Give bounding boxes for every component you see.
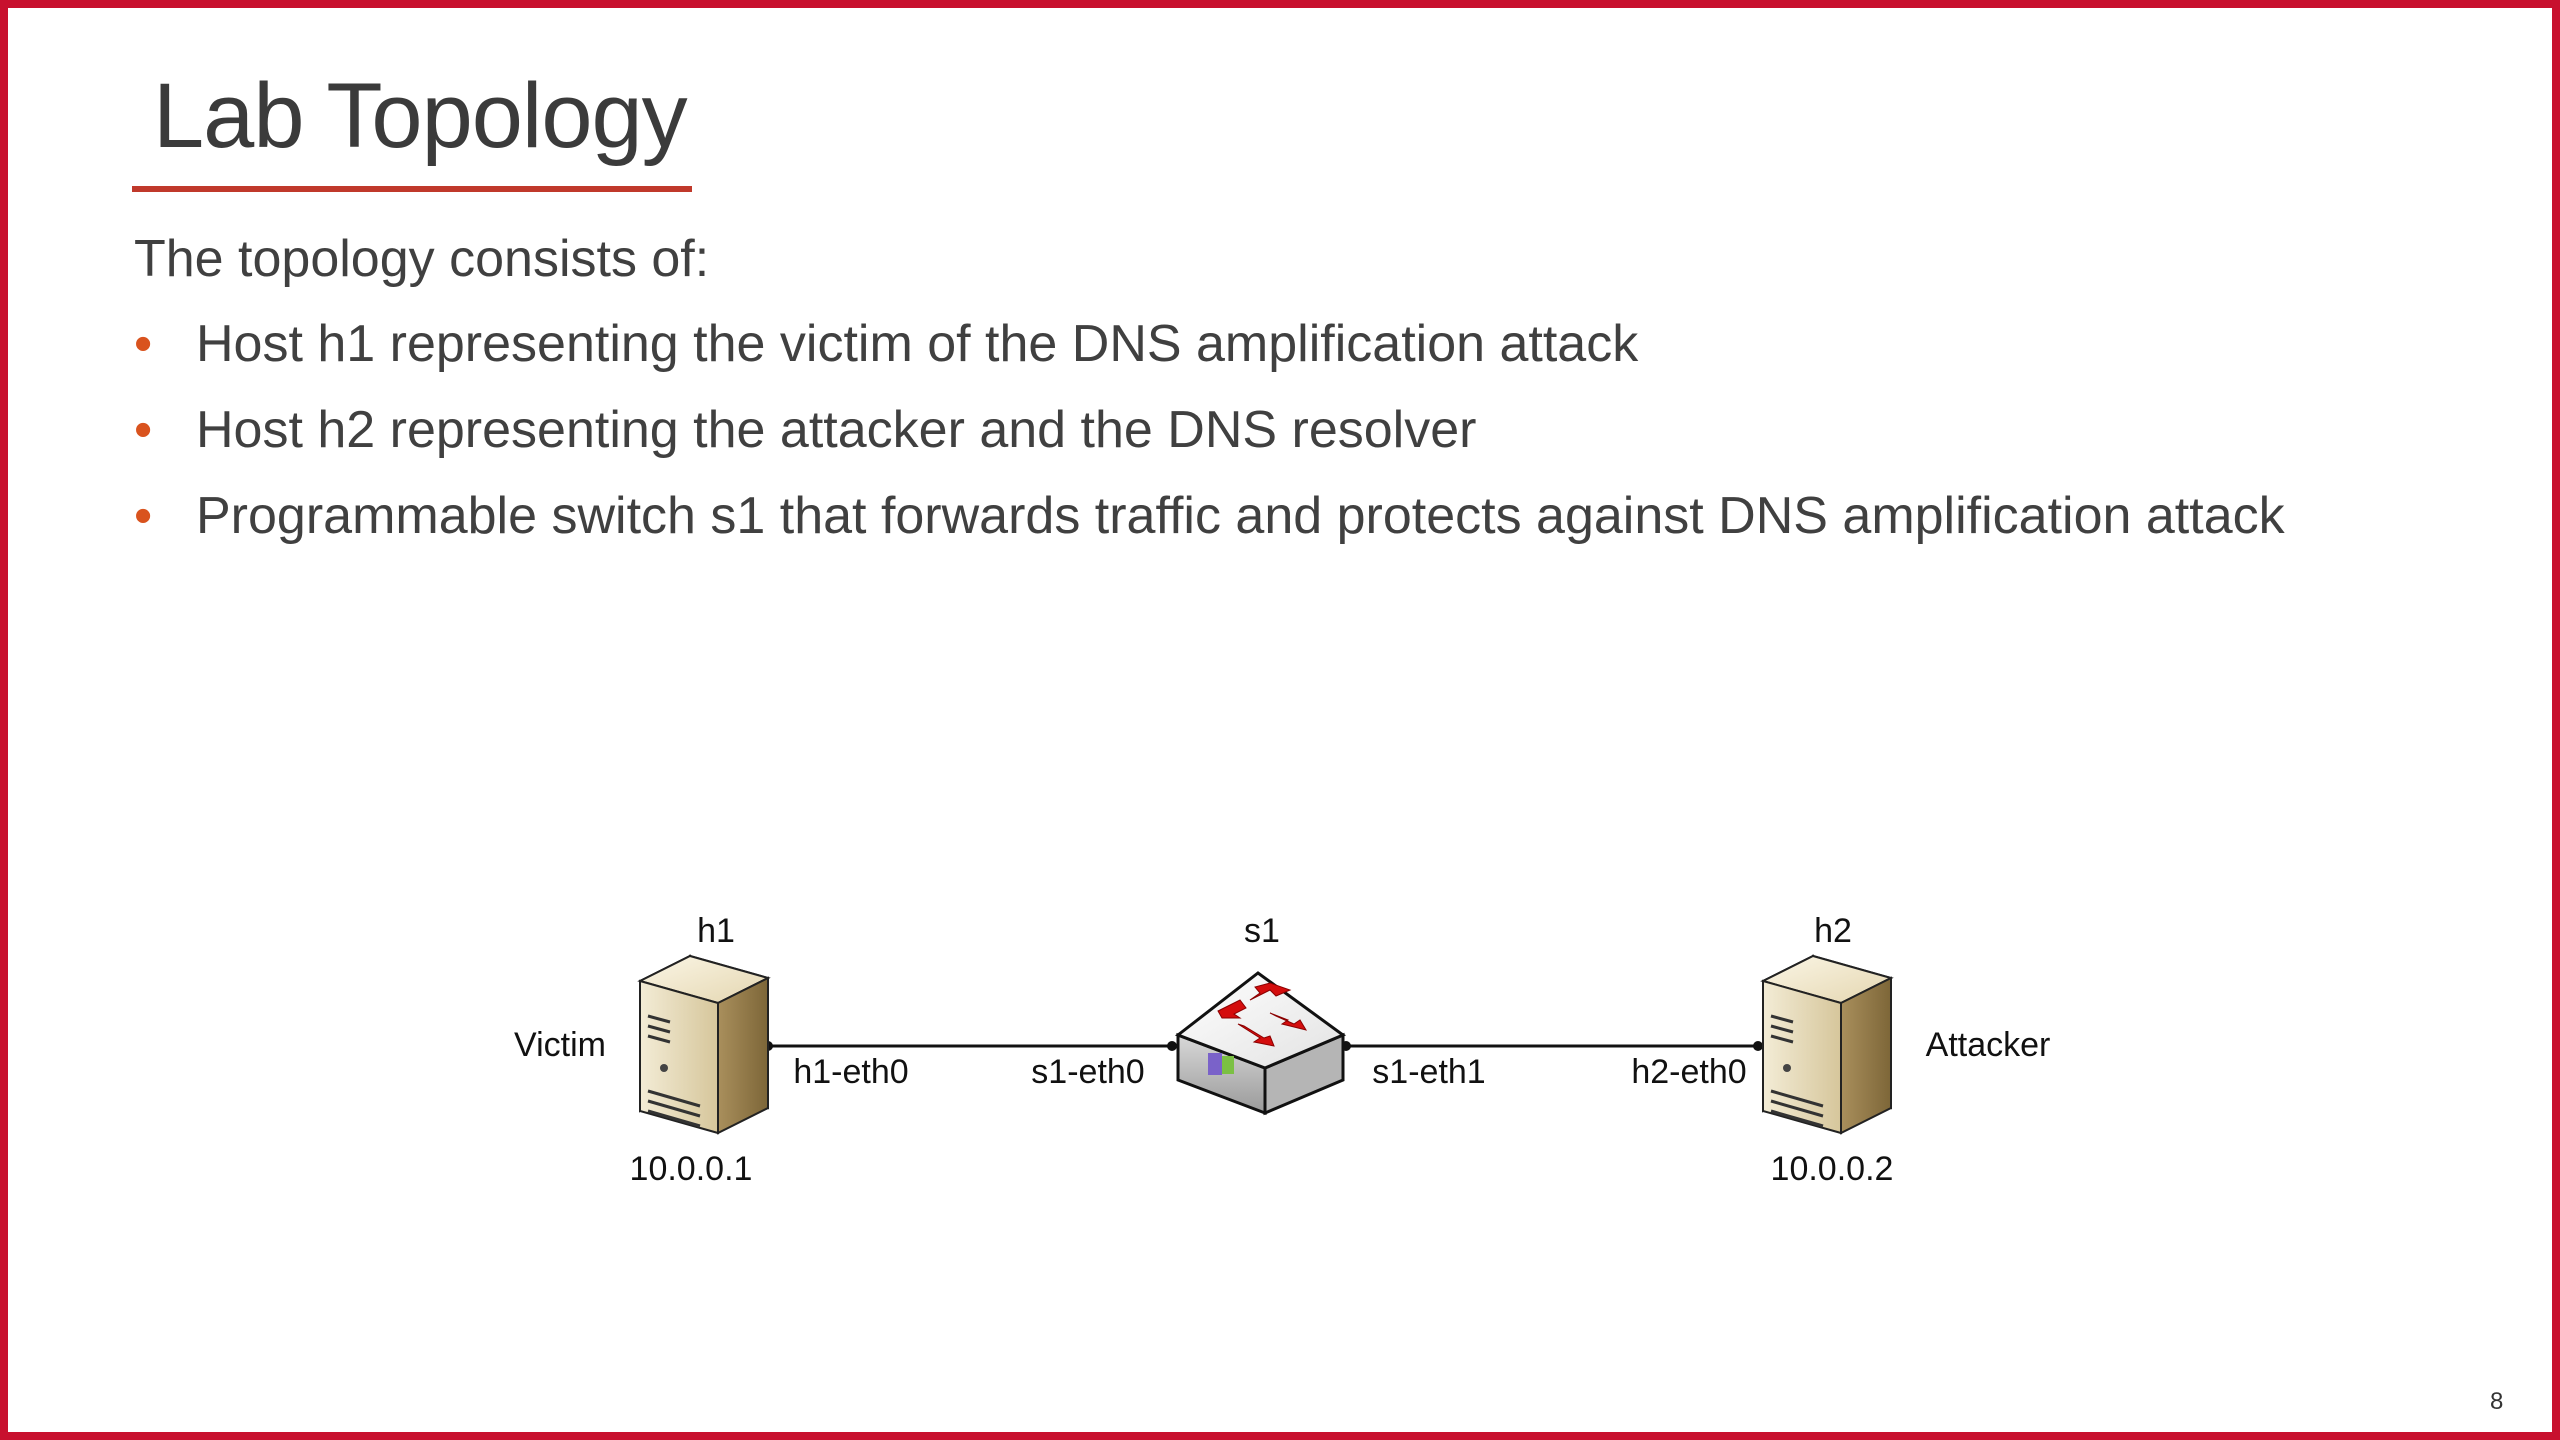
slide-title: Lab Topology: [153, 65, 688, 167]
s1-eth1-label: s1-eth1: [1372, 1053, 1485, 1091]
port-h2-eth0: [1753, 1041, 1763, 1051]
bullet-item: • Programmable switch s1 that forwards t…: [134, 485, 2285, 571]
bullet-dot-icon: •: [134, 487, 153, 545]
s1-name-label: s1: [1244, 912, 1280, 950]
h1-role-label: Victim: [514, 1026, 606, 1064]
h1-ip-label: 10.0.0.1: [630, 1150, 753, 1188]
bullet-item: • Host h2 representing the attacker and …: [134, 399, 2285, 485]
s1-switch-icon: [1174, 971, 1347, 1116]
h2-ip-label: 10.0.0.2: [1771, 1150, 1894, 1188]
bullet-text: Host h2 representing the attacker and th…: [196, 401, 1477, 459]
bullet-list: • Host h1 representing the victim of the…: [134, 313, 2285, 571]
bullet-text: Programmable switch s1 that forwards tra…: [196, 487, 2285, 545]
s1-eth0-label: s1-eth0: [1031, 1053, 1144, 1091]
bullet-text: Host h1 representing the victim of the D…: [196, 315, 1639, 373]
h1-interface-label: h1-eth0: [793, 1053, 908, 1091]
bullet-dot-icon: •: [134, 315, 153, 373]
h2-interface-label: h2-eth0: [1631, 1053, 1746, 1091]
bullet-dot-icon: •: [134, 401, 153, 459]
bullet-item: • Host h1 representing the victim of the…: [134, 313, 2285, 399]
port-s1-eth0: [1167, 1041, 1177, 1051]
h1-server-icon: [638, 954, 770, 1135]
topology-diagram: h1 Victim 10.0.0.1 h1-eth0 s1 s1-eth0 s1…: [514, 912, 2051, 1188]
h2-server-icon: [1761, 954, 1893, 1135]
intro-text: The topology consists of:: [134, 230, 710, 288]
title-underline: [132, 186, 692, 192]
h2-role-label: Attacker: [1926, 1026, 2051, 1064]
h2-name-label: h2: [1814, 912, 1852, 950]
page-number: 8: [2490, 1388, 2504, 1415]
h1-name-label: h1: [697, 912, 735, 950]
